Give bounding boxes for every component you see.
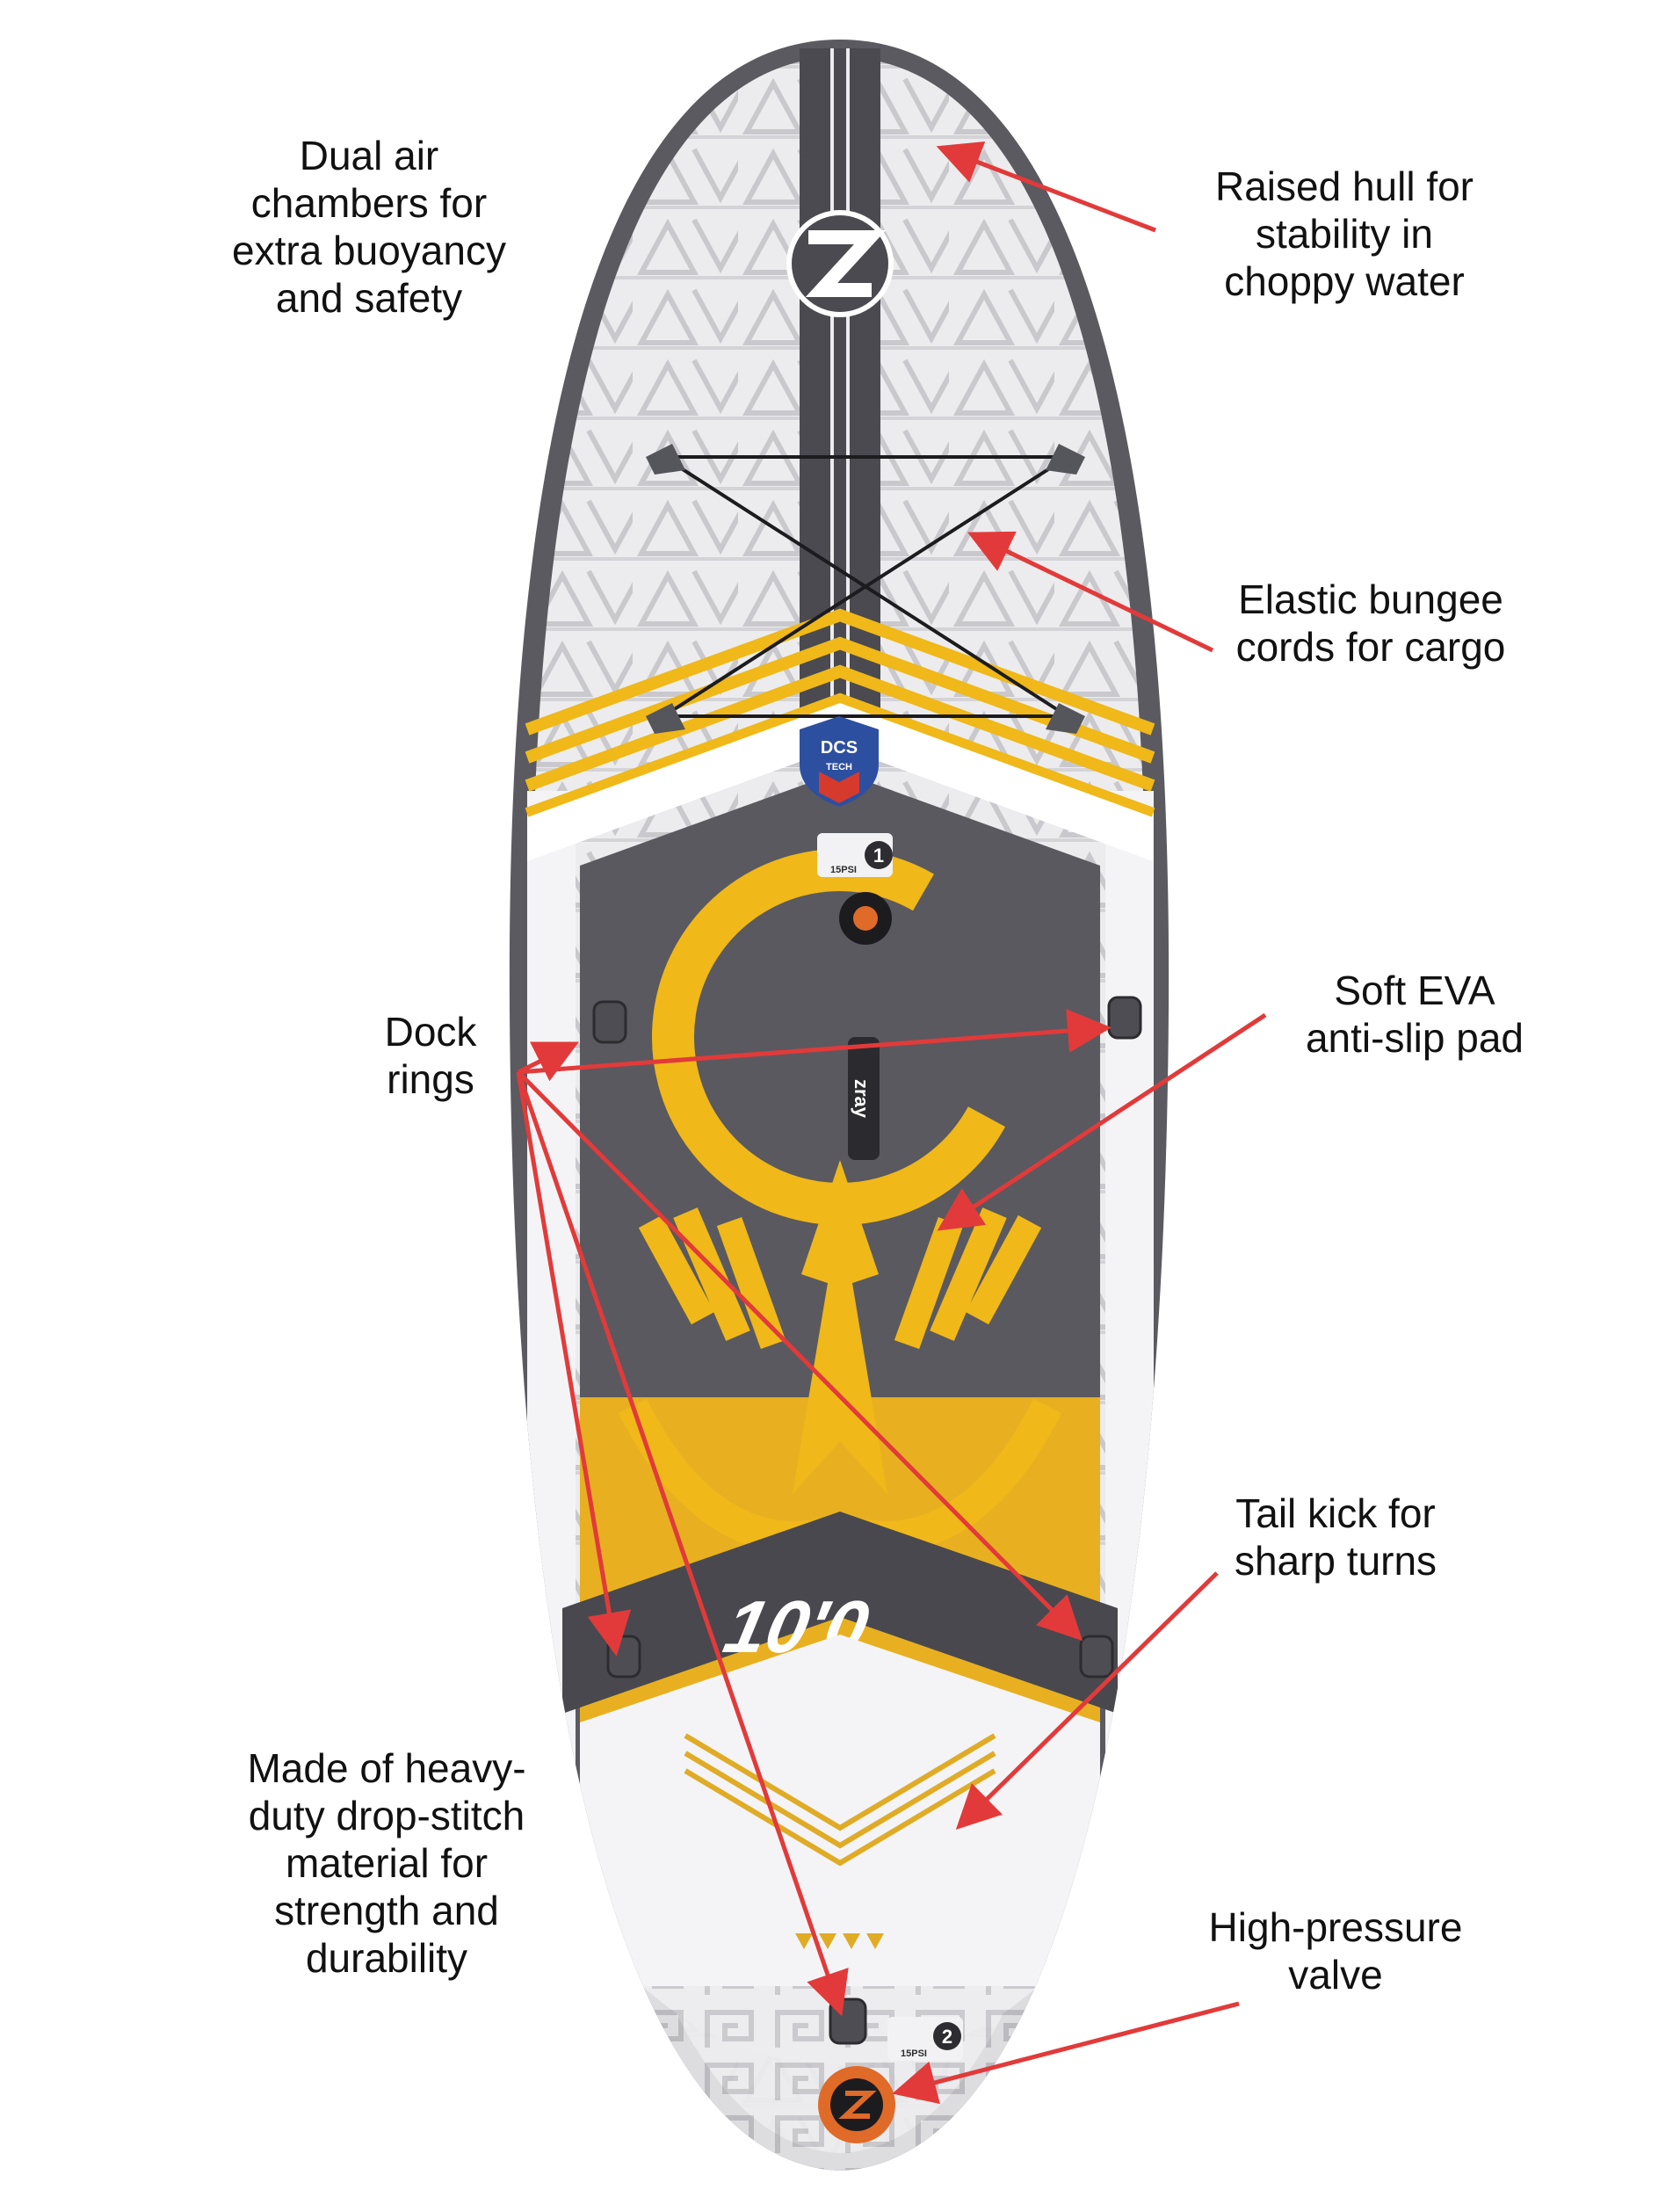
- brand-logo: [786, 210, 894, 317]
- callout-high-pressure-valve: High-pressure valve: [1208, 1904, 1463, 1998]
- tail-chevrons: [684, 1733, 996, 1867]
- dcs-tech-badge: DCS TECH: [800, 716, 879, 807]
- badge-top-text: DCS: [821, 738, 858, 758]
- arrow-dock-ring-2: [518, 1009, 1112, 1075]
- arrow-dock-ring-5: [516, 1071, 849, 2017]
- arrow-valve: [892, 2001, 1240, 2105]
- arrow-dock-ring-3: [517, 1070, 1083, 1642]
- tail-kick: [580, 1635, 1100, 2065]
- tail-triangles: [795, 1933, 884, 1949]
- callout-arrows: [516, 141, 1267, 2105]
- right-rail: [1105, 791, 1154, 1977]
- callout-raised-hull: Raised hull for stability in choppy wate…: [1214, 163, 1474, 304]
- chamber-1-tag: 1 15PSI: [817, 833, 893, 877]
- chamber-2-tag: 2 15PSI: [887, 2017, 963, 2061]
- model-band: [562, 1512, 1118, 1714]
- chamber-2-number: 2: [942, 2026, 952, 2048]
- callout-dock-rings: Dock rings: [384, 1009, 477, 1102]
- handle-brand: zray: [851, 1079, 873, 1119]
- chamber-1-number: 1: [873, 845, 884, 866]
- valve-1: [839, 892, 892, 945]
- model-text: D1: [306, 1585, 417, 1668]
- arrow-raised-hull: [936, 141, 1156, 233]
- callout-eva-pad: Soft EVA anti-slip pad: [1305, 968, 1524, 1061]
- chamber-2-psi: 15PSI: [901, 2048, 927, 2059]
- arrow-dock-ring-4: [516, 1071, 632, 1657]
- arrow-dock-ring-1: [517, 1041, 579, 1082]
- arrow-bungee: [967, 531, 1214, 653]
- chamber-1-psi: 15PSI: [830, 865, 857, 875]
- bungee-cords: [662, 455, 1069, 718]
- callout-dual-air-chambers: Dual air chambers for extra buoyancy and…: [232, 133, 506, 321]
- callout-drop-stitch: Made of heavy- duty drop-stitch material…: [247, 1745, 526, 1981]
- high-pressure-valve: [818, 2066, 895, 2143]
- callout-bungee-cords: Elastic bungee cords for cargo: [1235, 576, 1506, 670]
- carry-handle: [848, 1037, 880, 1160]
- badge-bottom-text: TECH: [826, 762, 852, 772]
- arrow-eva-pad: [937, 1012, 1267, 1231]
- arrow-tail-kick: [955, 1571, 1219, 1831]
- callout-tail-kick: Tail kick for sharp turns: [1234, 1490, 1437, 1584]
- nose-chevrons: [525, 608, 1155, 820]
- bungee-anchors: [646, 444, 1085, 734]
